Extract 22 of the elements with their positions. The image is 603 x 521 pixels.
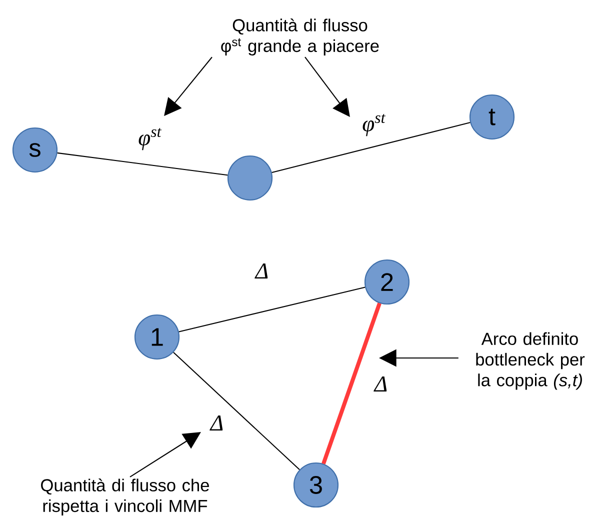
graph-edge xyxy=(57,152,228,176)
leader-arrow xyxy=(304,56,350,117)
graph-edge xyxy=(272,122,470,174)
edge-label: φ$^{st}$ xyxy=(360,112,388,138)
graph-edge xyxy=(178,286,366,332)
graph-edge xyxy=(322,302,382,464)
annotation-text: Arco definito bottleneck per la coppia (s,t) xyxy=(476,332,585,390)
graph-node xyxy=(227,155,273,201)
edge-label: Δ xyxy=(373,375,389,393)
graph-node: 1 xyxy=(134,314,180,360)
graph-node: s xyxy=(12,127,58,173)
edge-label: Δ xyxy=(254,262,270,280)
annotation-text: Quantità di flusso φ$^{st}$ grande a piacere xyxy=(221,18,379,56)
graph-node: 2 xyxy=(364,259,410,305)
graph-edge xyxy=(173,352,300,470)
edge-label: Δ xyxy=(209,414,225,432)
leader-arrow xyxy=(164,56,212,116)
leader-arrow xyxy=(130,432,201,478)
graph-node: 3 xyxy=(293,462,339,508)
graph-node: t xyxy=(469,94,515,140)
annotation-text: Quantità di flusso che rispetta i vincoli MMF xyxy=(41,478,209,516)
edge-label: φ$^{st}$ xyxy=(136,126,164,152)
